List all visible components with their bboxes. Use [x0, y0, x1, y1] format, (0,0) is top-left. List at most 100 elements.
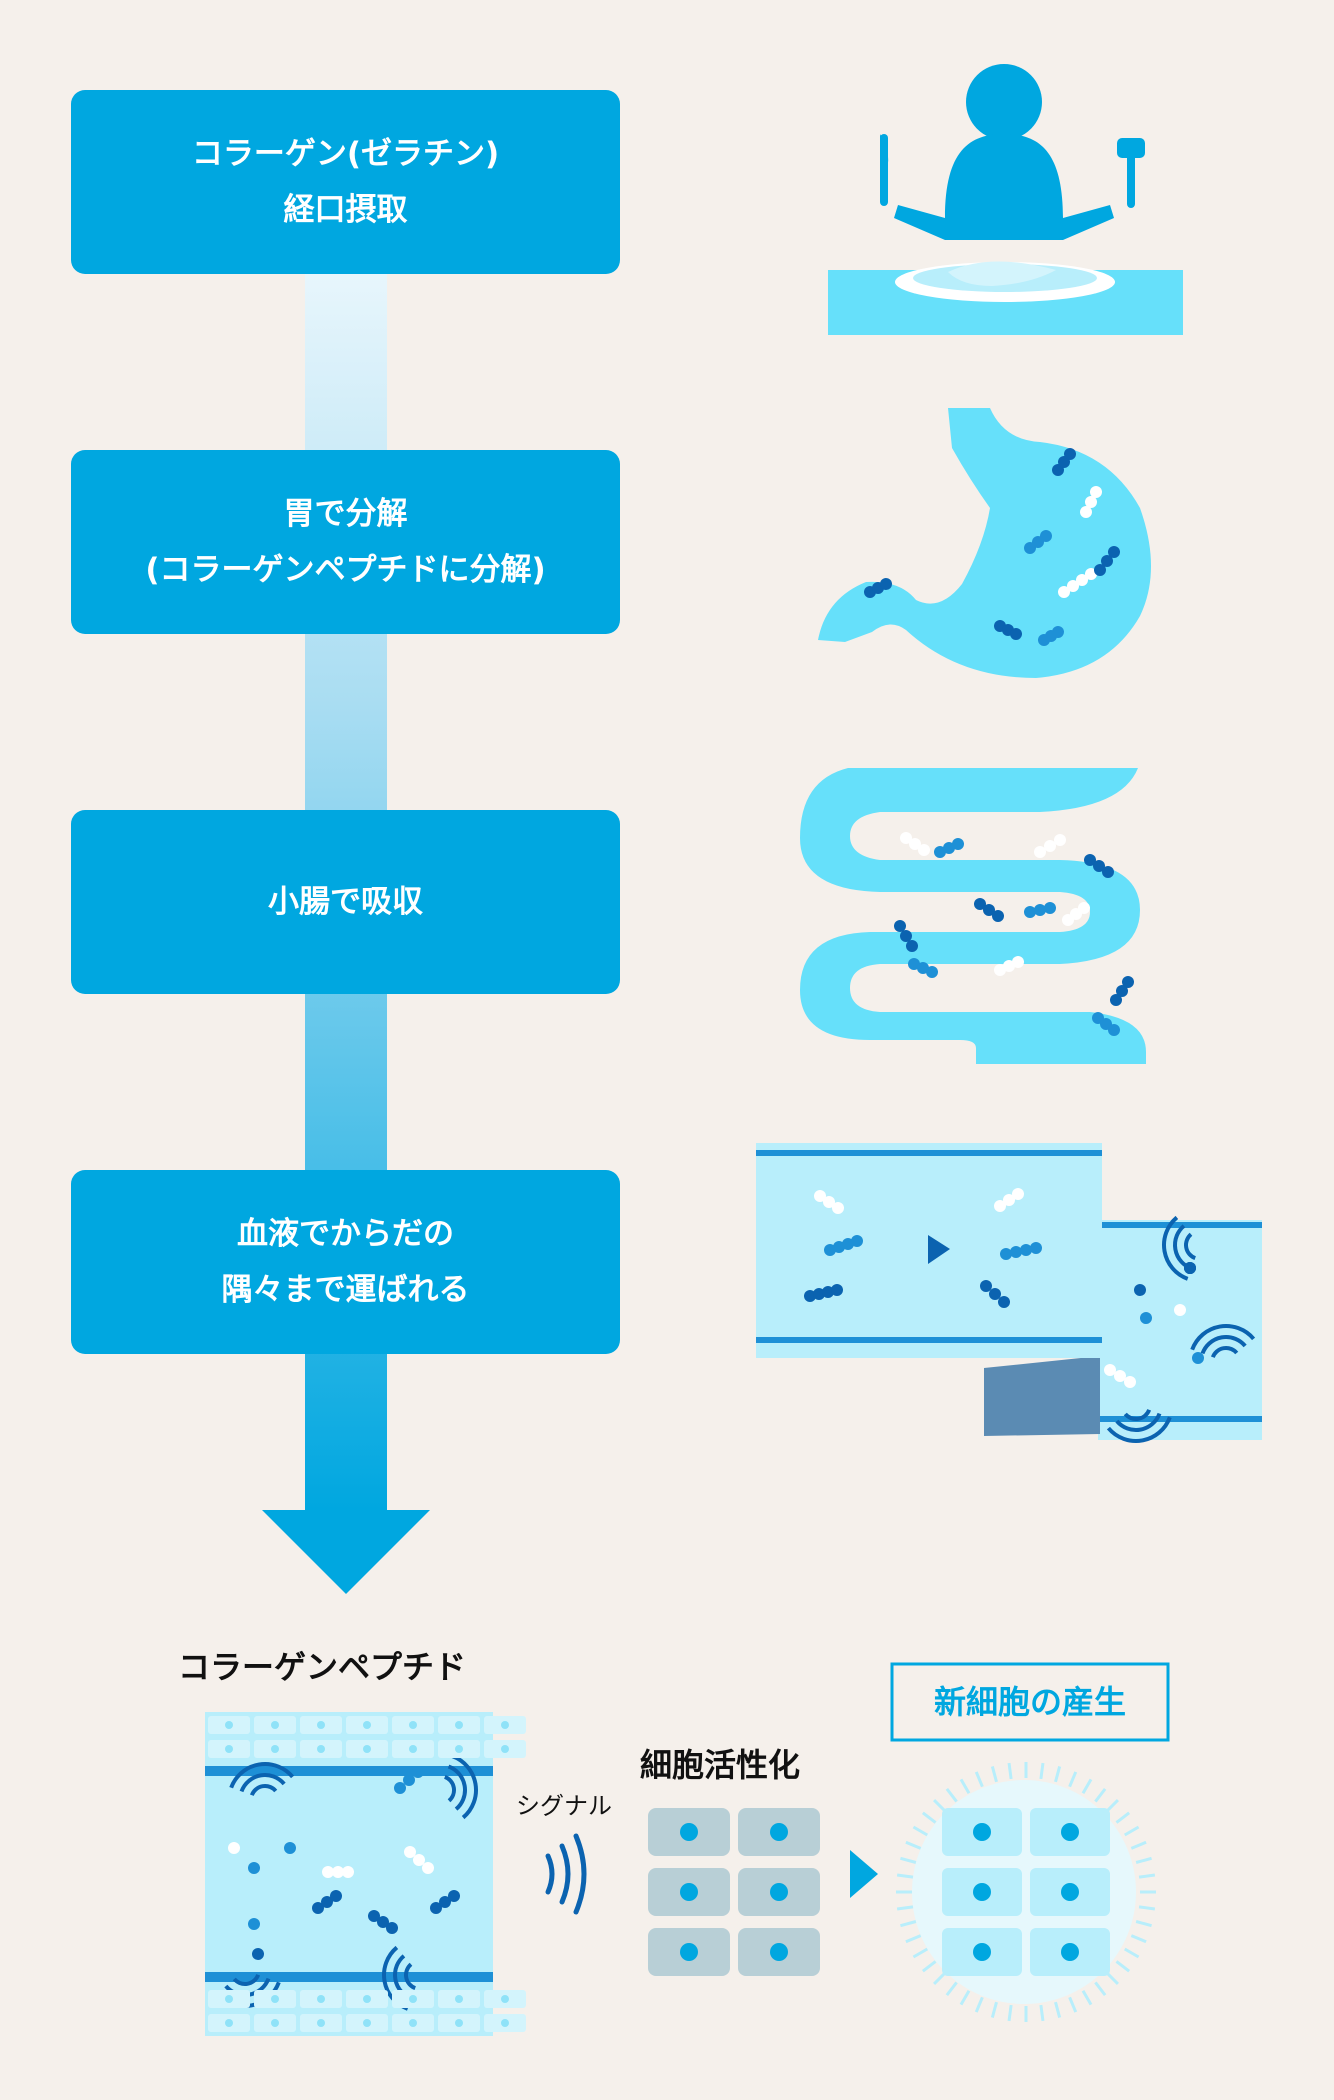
new-cell-label-frame [890, 1662, 1170, 1742]
radiance-ray [945, 1981, 958, 1997]
peptide-dot [992, 910, 1004, 922]
peptide-dot [1094, 564, 1106, 576]
radiance-ray [921, 1811, 937, 1824]
vessel-cell-nucleus [271, 1745, 279, 1753]
radiance-ray [1123, 1825, 1140, 1837]
step-line-2: (コラーゲンペプチドに分解) [145, 552, 546, 588]
peptide-dot [1010, 1246, 1022, 1258]
radiance-ray [1105, 1799, 1119, 1813]
peptide-dot [900, 930, 912, 942]
peptide-dot [804, 1290, 816, 1302]
radiance-ray [1081, 1989, 1093, 2006]
peptide-dot [312, 1902, 324, 1914]
peptide-dot [403, 1774, 415, 1786]
radiance-ray [1054, 2001, 1062, 2018]
peptide-dot [1116, 985, 1128, 997]
radiance-ray [933, 1971, 947, 1985]
peptide-dot [422, 1862, 434, 1874]
peptide-dot [1078, 902, 1090, 914]
radiance-ray [1007, 1762, 1013, 1780]
new-cells [912, 1780, 1136, 2004]
radiance-ray [990, 1766, 998, 1783]
signal-wave [1184, 1232, 1197, 1261]
signal-wave [1210, 1346, 1239, 1359]
peptide-dot [1012, 956, 1024, 968]
peptide-dot [386, 1922, 398, 1934]
peptide-dot [998, 1296, 1010, 1308]
step-box-intestine: 小腸で吸収 [71, 810, 620, 994]
peptide-dot [1076, 574, 1088, 586]
radiance-ray [959, 1778, 971, 1795]
peptide-dot [1064, 448, 1076, 460]
peptide-dot [934, 846, 946, 858]
vessel-cell-nucleus [363, 1721, 371, 1729]
peptide-dot [248, 1918, 260, 1930]
peptide-dot [926, 966, 938, 978]
peptide-dot [413, 1854, 425, 1866]
step-line-2: 経口摂取 [283, 192, 408, 228]
peptide-dot [332, 1866, 344, 1878]
radiance-ray [974, 1996, 984, 2013]
peptide-dot [943, 842, 955, 854]
peptide-dot [1024, 906, 1036, 918]
signal-wave [1173, 1224, 1193, 1271]
peptide-particles [215, 448, 1256, 2011]
peptide-dot [439, 1896, 451, 1908]
vessel-cell-nucleus [455, 1721, 463, 1729]
radiance-ray [1130, 1934, 1147, 1944]
radiance-ray [1135, 1920, 1152, 1928]
peptide-dot [1012, 1188, 1024, 1200]
radiance-ray [1105, 1971, 1119, 1985]
step-line-1: 胃で分解 [283, 496, 408, 532]
signal-wave [1190, 1324, 1256, 1351]
person-eating-icon [828, 64, 1183, 335]
peptide-dot [377, 1916, 389, 1928]
vessel-cell-nucleus [317, 2019, 325, 2027]
peptide-dot [1067, 580, 1079, 592]
vessel-cell-nucleus [501, 1721, 509, 1729]
peptide-dot [1020, 1244, 1032, 1256]
peptide-dot [322, 1866, 334, 1878]
signal-wave [249, 1784, 278, 1797]
small-intestine-icon [832, 635, 1123, 1030]
radiance-ray [1039, 2004, 1045, 2022]
vessel-cell-nucleus [455, 2019, 463, 2027]
peptide-dot [906, 940, 918, 952]
vessel-cell-nucleus [363, 1995, 371, 2003]
signal-wave [1200, 1335, 1247, 1355]
peptide-dot [1044, 902, 1056, 914]
radiance-ray [912, 1825, 929, 1837]
radiance-ray [912, 1947, 929, 1959]
radiance-ray [1130, 1840, 1147, 1850]
peptide-dot [1192, 1352, 1204, 1364]
peptide-dot [880, 578, 892, 590]
radiance-rays [896, 1762, 1156, 2022]
peptide-dot [1003, 960, 1015, 972]
peptide-dot [909, 838, 921, 850]
vessel-cell-nucleus [409, 1995, 417, 2003]
peptide-label: コラーゲンペプチド [178, 1648, 467, 1686]
vessel-cell-nucleus [409, 1721, 417, 1729]
radiance-ray [945, 1787, 958, 1803]
peptide-dot [1030, 1242, 1042, 1254]
peptide-dot [1090, 486, 1102, 498]
peptide-dot [1093, 860, 1105, 872]
radiance-ray [1054, 1766, 1062, 1783]
peptide-dot [1124, 1376, 1136, 1388]
peptide-dot [394, 1782, 406, 1794]
vessel-cell-nucleus [455, 1745, 463, 1753]
peptide-dot [412, 1766, 424, 1778]
radiance-ray [1068, 1771, 1078, 1788]
step-box-stomach: 胃で分解 (コラーゲンペプチドに分解) [71, 450, 620, 634]
radiance-ray [1094, 1981, 1107, 1997]
activation-label: 細胞活性化 [640, 1746, 801, 1784]
vessel-cell-rows [208, 1716, 526, 2032]
radiance-ray [921, 1960, 937, 1973]
peptide-dot [1122, 976, 1134, 988]
vessel-cell-nucleus [501, 1995, 509, 2003]
radiance-ray [905, 1840, 922, 1850]
signal-wave [1162, 1215, 1189, 1281]
radiance-ray [959, 1989, 971, 2006]
vessel-cell-nucleus [363, 2019, 371, 2027]
signal-wave [239, 1773, 286, 1793]
